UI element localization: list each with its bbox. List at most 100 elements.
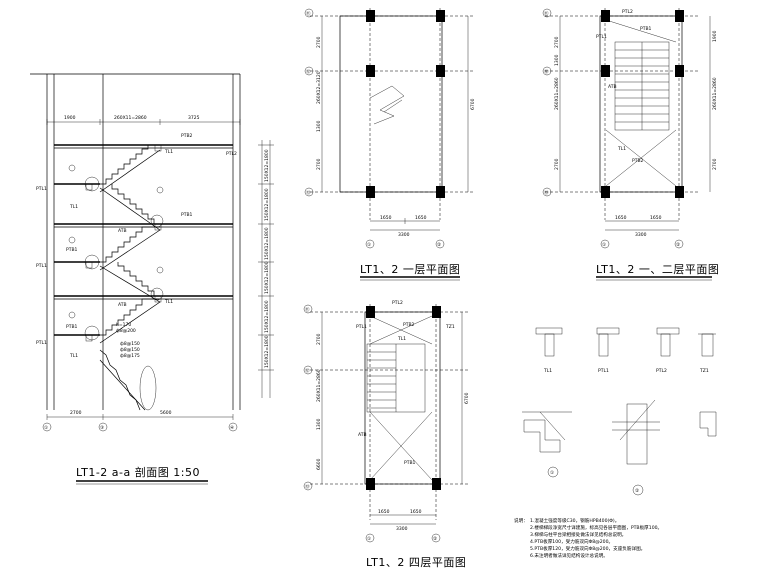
plan4-label-ptb1: PTB1	[404, 460, 416, 466]
notes-line-5: 5.PTB板厚120，受力筋双向Φ8@200，支座负筋详图。	[530, 545, 645, 552]
plan1-bottom-dim-1: 1650	[380, 215, 392, 221]
plan4-axis-12: ⑫	[305, 367, 310, 374]
plan1-bottom-dim-3: 3300	[398, 232, 410, 238]
section-axis-3: ③	[100, 425, 104, 431]
section-label-tl1-a: TL1	[164, 149, 173, 155]
plan4-bottom-dim-1: 1650	[378, 509, 390, 515]
section-right-dim-6: 150X12=1800	[264, 335, 270, 368]
plan2-left-dim-1: 2700	[554, 36, 560, 48]
plan1-title: LT1、2 一层平面图	[360, 263, 460, 276]
section-label-ptb1-c: PTB1	[66, 324, 78, 330]
plan2-axis-2: ②	[676, 242, 680, 248]
section-right-dim-1: 150X12=1800	[264, 149, 270, 182]
section-right-dim-5: 150X12=1800	[264, 300, 270, 333]
plan1-axis-2: ②	[437, 242, 441, 248]
section-label-ptb1-a: PTB1	[181, 212, 193, 218]
plan2-label-tl1: TL1	[617, 146, 626, 152]
section-view	[30, 73, 274, 432]
section-right-dim-3: 150X12=1800	[264, 227, 270, 260]
plan2-title: LT1、2 一、二层平面图	[596, 263, 719, 276]
plan1-axis-1: ①	[367, 242, 371, 248]
plan2-left-dim-4: 2700	[554, 158, 560, 170]
section-label-tl1-c: TL1	[164, 299, 173, 305]
section-dim-bottom-1: 2700	[70, 410, 82, 416]
plan1-left-dim-4: 2700	[316, 158, 322, 170]
detail-sections	[522, 327, 717, 496]
plan2-right-dim-1: 1900	[712, 30, 718, 42]
detail-label-tl1: TL1	[543, 368, 552, 374]
plan2-right-dim-2: 260X11=2860	[712, 77, 718, 110]
plan2-bottom-dim-1: 1650	[615, 215, 627, 221]
plan2-axis-11: ⑪	[544, 10, 549, 17]
section-note-4: ф8@150	[120, 347, 140, 353]
section-dim-top-2: 260X11=2860	[114, 115, 147, 121]
section-label-atb-b: ATB	[118, 302, 127, 308]
plan2-right-dim-3: 2700	[712, 158, 718, 170]
section-dim-top-3: 3725	[188, 115, 200, 121]
section-label-ptl1-b: PTL1	[36, 263, 47, 269]
notes-line-2: 2.楼梯梯段净宽尺寸详建施，标高见各层平面图，PTB板厚100。	[530, 524, 662, 531]
section-dim-bottom-2: 5600	[160, 410, 172, 416]
plan-floor-2	[542, 8, 711, 249]
plan-floor-1	[304, 8, 475, 249]
section-right-dim-2: 150X12=1800	[264, 188, 270, 221]
plan4-left-dim-4: 6600	[316, 458, 322, 470]
section-label-atb-a: ATB	[118, 228, 127, 234]
plan1-axis-11: ⑪	[306, 10, 311, 17]
plan4-label-ptl1: PTL1	[356, 324, 367, 330]
plan4-axis-1: ①	[367, 536, 371, 542]
plan4-label-tl1: TL1	[397, 336, 406, 342]
plan1-right-dim: 6700	[470, 98, 476, 110]
section-label-ptb2: PTB2	[181, 133, 193, 139]
plan4-left-dim-3: 1300	[316, 418, 322, 430]
section-dim-top-1: 1900	[64, 115, 76, 121]
plan2-left-dim-3: 260X11=2860	[554, 77, 560, 110]
plan2-label-ptb2: PTB2	[632, 158, 644, 164]
plan1-axis-13: ⑬	[306, 189, 311, 196]
plan4-bottom-dim-2: 1650	[410, 509, 422, 515]
section-label-tl1-b: TL1	[69, 204, 78, 210]
plan4-label-ptb2: PTB2	[403, 322, 415, 328]
section-note-2: ф8@200	[116, 328, 136, 334]
plan2-label-ptb1: PTB1	[640, 26, 652, 32]
plan4-label-tz1: TZ1	[445, 324, 455, 330]
section-label-ptl1-a: PTL1	[36, 186, 47, 192]
plan4-left-dim-1: 2700	[316, 333, 322, 345]
plan2-label-ptl2: PTL2	[622, 9, 633, 15]
section-label-ptl2: PTL2	[226, 151, 237, 157]
plan2-axis-1: ①	[602, 242, 606, 248]
plan4-bottom-dim-3: 3300	[396, 526, 408, 532]
plan4-axis-11: ⑪	[305, 306, 310, 313]
plan4-right-dim: 6700	[464, 392, 470, 404]
plan1-bottom-dim-2: 1650	[415, 215, 427, 221]
plan1-axis-12: ⑫	[306, 68, 311, 75]
detail-node-2: ②	[635, 488, 639, 494]
notes-heading: 说明：	[514, 517, 528, 524]
plan4-axis-2: ②	[433, 536, 437, 542]
notes-line-6: 6.未注明者做法详见结构设计总说明。	[530, 552, 608, 559]
plan1-left-dim-3: 1300	[316, 120, 322, 132]
plan4-left-dim-2: 260X11=2860	[316, 369, 322, 402]
detail-label-ptl1: PTL1	[598, 368, 609, 374]
detail-node-1: ①	[550, 470, 554, 476]
section-label-tl1-d: TL1	[69, 353, 78, 359]
detail-label-tz1: TZ1	[699, 368, 709, 374]
notes-line-3: 3.梯梯与柱平台梁相接处做法详见结构总说明。	[530, 531, 626, 538]
notes-line-4: 4.PTB板厚100，受力筋双向Φ8@200。	[530, 538, 613, 545]
plan2-axis-12: ⑫	[544, 68, 549, 75]
plan2-label-atb: ATB	[608, 84, 617, 90]
plan-floor-4	[303, 304, 470, 543]
section-label-ptb1-b: PTB1	[66, 247, 78, 253]
plan4-label-atb: ATB	[358, 432, 367, 438]
plan1-left-dim-2: 260X12=3120	[316, 71, 322, 104]
section-title: LT1-2 a-a 剖面图 1:50	[76, 465, 200, 479]
section-note-1: h=170	[116, 322, 131, 328]
section-label-ptl1-c: PTL1	[36, 340, 47, 346]
plan2-bottom-dim-3: 3300	[635, 232, 647, 238]
plan4-axis-13: ⑬	[305, 483, 310, 490]
plan4-label-ptl2: PTL2	[392, 300, 403, 306]
section-right-dim-4: 150X12=1800	[264, 261, 270, 294]
section-note-3: ф8@150	[120, 341, 140, 347]
